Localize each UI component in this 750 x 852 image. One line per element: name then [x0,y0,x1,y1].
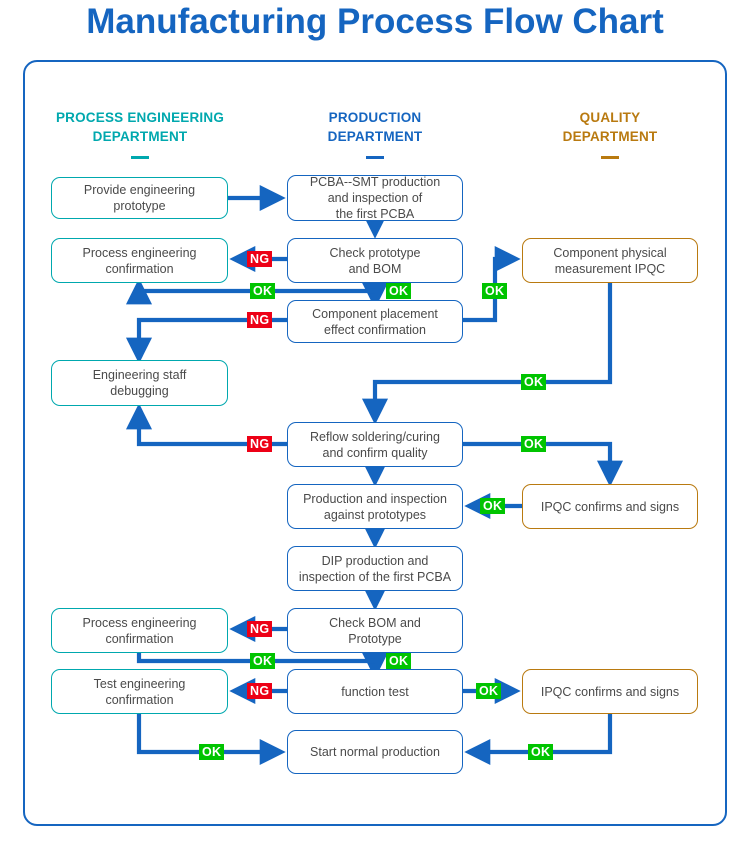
wire-quality-ok-to-reflow [361,283,613,425]
node-line: Start normal production [310,745,440,759]
badge-ok-reflow-to-ipqc: OK [521,436,547,452]
badge-ok-check-prototype-down: OK [386,283,412,299]
node-line: and BOM [348,261,402,276]
node-line: measurement IPQC [554,261,666,276]
node-start-normal-production[interactable]: Start normal production [287,730,463,774]
node-component-physical-measurement[interactable]: Component physical measurement IPQC [522,238,698,283]
column-header-underline-quality [601,156,619,159]
node-reflow-soldering-curing[interactable]: Reflow soldering/curing and confirm qual… [287,422,463,467]
node-ipqc-confirms-signs-1[interactable]: IPQC confirms and signs [522,484,698,529]
wire-reflow-ok-to-ipqc1 [463,441,624,487]
column-header-underline-process-engineering [131,156,149,159]
badge-ok-test-eng-to-start: OK [199,744,225,760]
node-engineering-staff-debugging[interactable]: Engineering staff debugging [51,360,228,406]
column-header-underline-production [366,156,384,159]
column-header-line2: DEPARTMENT [562,129,658,144]
badge-ok-check-bom-down: OK [386,653,412,669]
chart-frame [23,60,727,826]
badge-ng-check-prototype: NG [247,251,273,267]
badge-ok-check-prototype-left: OK [250,283,276,299]
node-provide-engineering-prototype[interactable]: Provide engineering prototype [51,177,228,219]
badge-ng-component-placement: NG [247,312,273,328]
badge-ok-function-test-right: OK [476,683,502,699]
node-process-engineering-confirmation-1[interactable]: Process engineering confirmation [51,238,228,283]
node-line: Provide engineering [83,183,196,197]
node-line: against prototypes [323,507,427,522]
badge-ng-reflow: NG [247,436,273,452]
node-line: Component physical [553,245,667,260]
node-line: effect confirmation [324,322,426,337]
node-process-engineering-confirmation-2[interactable]: Process engineering confirmation [51,608,228,653]
node-line: Check BOM and [329,615,421,630]
node-pcba-smt-production[interactable]: PCBA--SMT production and inspection of t… [287,175,463,221]
node-line: IPQC confirms and signs [540,684,680,699]
badge-ok-placement-to-quality: OK [482,283,508,299]
badge-ok-check-bom-left: OK [250,653,276,669]
node-line: DIP production and [321,553,429,568]
column-header-production: PRODUCTION DEPARTMENT [287,108,463,146]
badge-ng-check-bom: NG [247,621,273,637]
node-line: the first PCBA [335,207,415,221]
node-line: PCBA--SMT production [309,175,441,189]
node-line: inspection of the first PCBA [298,569,452,584]
node-check-bom-and-prototype[interactable]: Check BOM and Prototype [287,608,463,653]
node-line: and inspection of [327,191,423,205]
column-header-line1: PRODUCTION [328,110,422,125]
node-line: Reflow soldering/curing [310,429,440,444]
wire-reflow-ng-to-debugging [125,403,287,447]
node-line: and confirm quality [322,445,428,460]
node-ipqc-confirms-signs-2[interactable]: IPQC confirms and signs [522,669,698,714]
node-function-test[interactable]: function test [287,669,463,714]
node-line: Check prototype [329,245,421,260]
column-header-quality: QUALITY DEPARTMENT [522,108,698,146]
badge-ok-ipqc-to-production: OK [480,498,506,514]
node-test-engineering-confirmation[interactable]: Test engineering confirmation [51,669,228,714]
wire-ok-back-to-process-eng-1 [125,278,375,305]
node-component-placement-effect[interactable]: Component placement effect confirmation [287,300,463,343]
node-line: confirmation [105,261,174,276]
badge-ok-quality-to-reflow: OK [521,374,547,390]
page-title: Manufacturing Process Flow Chart [86,2,664,41]
node-line: debugging [110,384,169,398]
node-line: Process engineering [82,245,197,260]
node-line: Engineering staff [92,368,187,382]
wire-test-eng-to-start [136,714,286,766]
node-line: Prototype [348,631,402,646]
column-header-process-engineering: PROCESS ENGINEERING DEPARTMENT [51,108,229,146]
badge-ok-ipqc2-to-start: OK [528,744,554,760]
node-dip-production-inspection[interactable]: DIP production and inspection of the fir… [287,546,463,591]
node-line: Production and inspection [303,491,447,506]
node-line: Component placement [312,306,438,321]
node-line: Process engineering [82,615,197,630]
node-line: confirmation [105,692,174,707]
column-header-line2: DEPARTMENT [92,129,188,144]
node-line: prototype [113,199,166,213]
badge-ng-function-test: NG [247,683,273,699]
wire-process-eng-2-ok [136,653,375,664]
column-header-line1: PROCESS ENGINEERING [55,110,225,125]
node-line: confirmation [105,631,174,646]
node-check-prototype-and-bom[interactable]: Check prototype and BOM [287,238,463,283]
column-header-line2: DEPARTMENT [327,129,423,144]
wire-ipqc2-to-start [464,714,613,766]
node-production-inspection-prototypes[interactable]: Production and inspection against protot… [287,484,463,529]
wire-placement-ng-to-debugging [125,317,287,364]
column-header-line1: QUALITY [579,110,641,125]
node-line: Test engineering [93,676,186,691]
node-line: function test [341,684,409,699]
node-line: IPQC confirms and signs [540,499,680,514]
